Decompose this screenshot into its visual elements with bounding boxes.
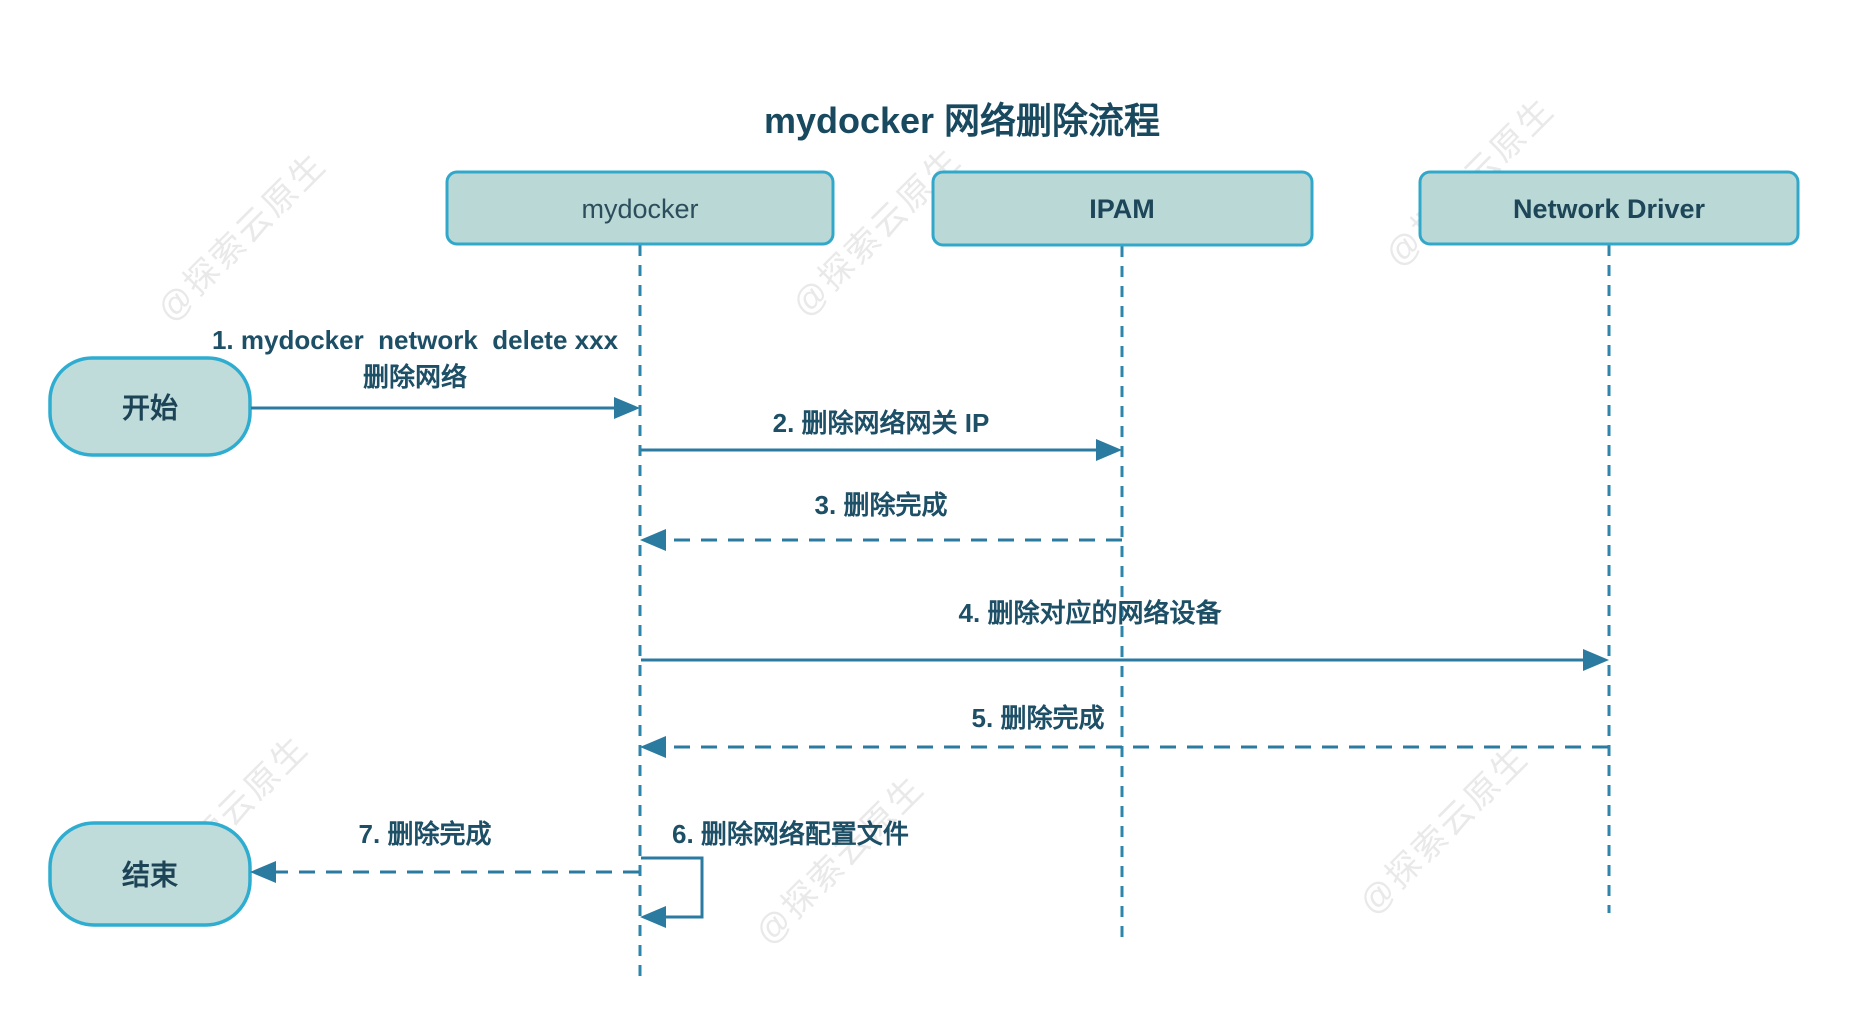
watermark-text: @探索云原生 xyxy=(748,768,932,952)
message-6-loop xyxy=(641,856,704,919)
message-6: 6. 删除网络配置文件 xyxy=(640,819,909,928)
message-5-label: 5. 删除完成 xyxy=(972,703,1105,733)
start-node-label: 开始 xyxy=(122,393,178,424)
message-6-label: 6. 删除网络配置文件 xyxy=(672,819,909,849)
message-3-label: 3. 删除完成 xyxy=(815,490,948,520)
message-7-arrowhead xyxy=(250,861,276,883)
end-node xyxy=(48,821,252,927)
watermark-text: @探索云原生 xyxy=(150,145,334,329)
message-4-arrowhead xyxy=(1583,649,1609,671)
actor-label-ipam: IPAM xyxy=(1089,194,1155,224)
message-4-label: 4. 删除对应的网络设备 xyxy=(959,598,1223,628)
end-node-label: 结束 xyxy=(122,860,178,891)
actor-box-network-driver xyxy=(1418,170,1800,246)
diagram-title: mydocker 网络删除流程 xyxy=(764,100,1160,141)
message-1-arrowhead xyxy=(614,397,640,419)
lifelines xyxy=(638,245,1611,977)
start-node xyxy=(48,356,252,457)
message-3: 3. 删除完成 xyxy=(640,490,1122,551)
message-2: 2. 删除网络网关 IP xyxy=(641,408,1122,461)
actor-headers: mydocker IPAM Network Driver xyxy=(445,170,1800,247)
actor-label-mydocker: mydocker xyxy=(581,194,698,224)
message-2-arrowhead xyxy=(1096,439,1122,461)
actor-box-ipam xyxy=(931,170,1314,247)
message-5: 5. 删除完成 xyxy=(640,703,1608,758)
message-3-arrowhead xyxy=(640,529,666,551)
message-7: 7. 删除完成 xyxy=(250,819,639,883)
message-1-label-line1: 1. mydocker network delete xxx xyxy=(212,325,619,355)
actor-box-mydocker xyxy=(445,170,835,246)
actor-label-network-driver: Network Driver xyxy=(1513,194,1706,224)
message-5-arrowhead xyxy=(640,736,666,758)
terminal-nodes: 开始 结束 xyxy=(48,356,252,927)
message-1: 1. mydocker network delete xxx 删除网络 xyxy=(212,325,640,419)
message-6-arrowhead xyxy=(640,906,666,928)
message-2-label: 2. 删除网络网关 IP xyxy=(773,408,990,438)
message-7-label: 7. 删除完成 xyxy=(359,819,492,849)
watermark-text: @探索云原生 xyxy=(1352,738,1536,922)
message-4: 4. 删除对应的网络设备 xyxy=(641,598,1609,671)
message-1-label-line2: 删除网络 xyxy=(363,362,467,392)
